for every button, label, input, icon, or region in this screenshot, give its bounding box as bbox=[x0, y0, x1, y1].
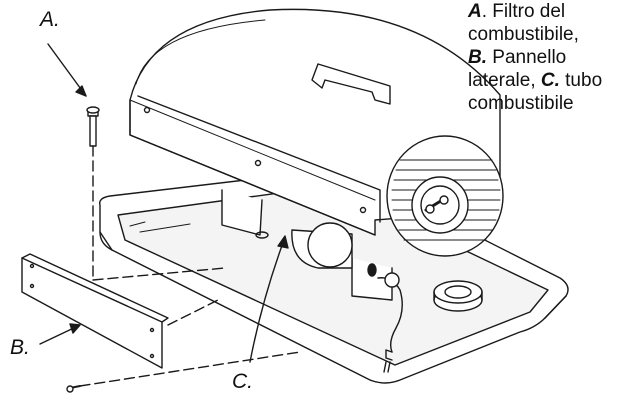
callout-c: C. bbox=[232, 370, 253, 393]
fuel-cap bbox=[433, 280, 483, 312]
power-cord bbox=[367, 263, 403, 373]
legend-b-letter: B. bbox=[468, 47, 487, 68]
front-grille bbox=[386, 135, 504, 257]
assembly-line-2 bbox=[167, 299, 219, 326]
callout-a: A. bbox=[40, 8, 60, 31]
support-bracket bbox=[221, 189, 393, 301]
legend-caption: A. Filtro del combustibile, B. Pannello … bbox=[468, 0, 638, 115]
legend-a-text: . Filtro del combustibile, bbox=[468, 1, 579, 45]
fuel-filter bbox=[86, 106, 100, 281]
legend-b-text: Pannello laterale, bbox=[468, 47, 567, 91]
legend-c-text: tubo combustibile bbox=[468, 70, 603, 114]
arrow-a bbox=[47, 43, 87, 97]
arrow-c bbox=[249, 235, 289, 363]
panel-screw bbox=[66, 385, 81, 393]
legend-a-letter: A bbox=[468, 1, 482, 22]
legend-c-letter: C. bbox=[540, 70, 560, 91]
assembly-line-1 bbox=[92, 267, 226, 281]
arrow-b bbox=[39, 323, 81, 345]
callout-b: B. bbox=[10, 336, 30, 359]
assembly-line-3 bbox=[79, 351, 301, 387]
side-panel bbox=[21, 253, 169, 369]
motor-housing bbox=[291, 222, 353, 269]
